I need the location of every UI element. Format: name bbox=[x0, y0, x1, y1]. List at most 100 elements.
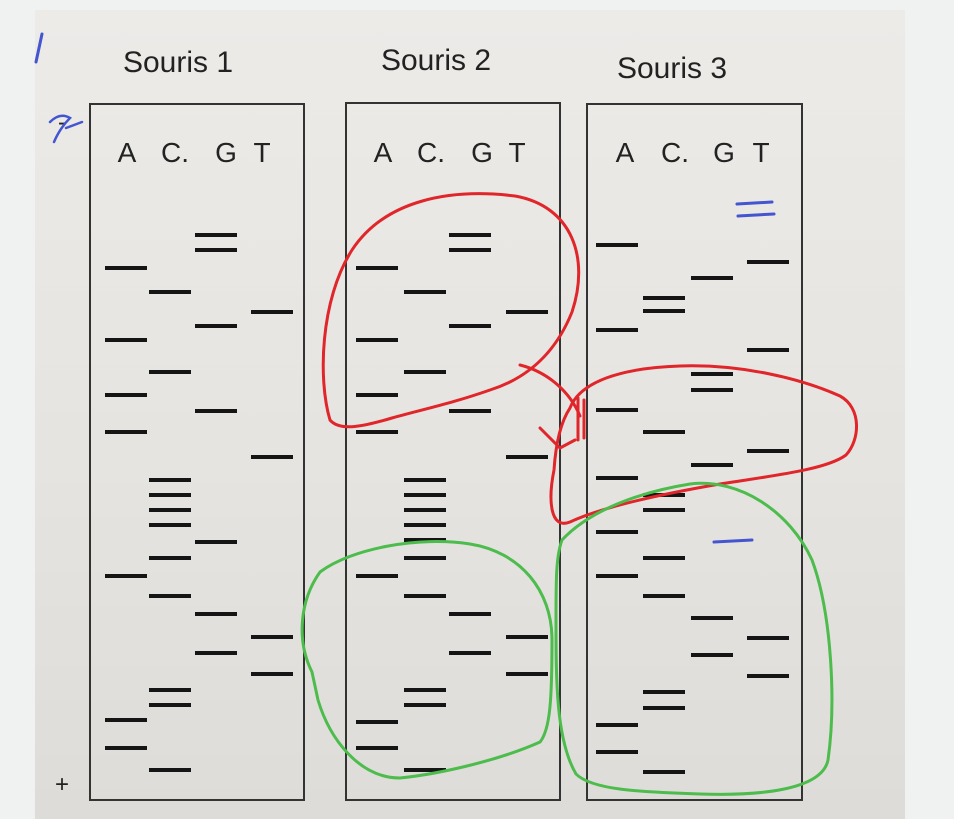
gel-band bbox=[596, 750, 638, 754]
gel-band bbox=[195, 651, 237, 655]
gel-band bbox=[643, 508, 685, 512]
gel-band bbox=[506, 672, 548, 676]
polarity-plus-label: + bbox=[55, 771, 69, 798]
gel-band bbox=[404, 523, 446, 527]
gel-band bbox=[643, 706, 685, 710]
gel-band bbox=[691, 616, 733, 620]
gel-band bbox=[251, 310, 293, 314]
gel-band bbox=[747, 449, 789, 453]
gel-band bbox=[149, 290, 191, 294]
gel-band bbox=[596, 408, 638, 412]
gel-band bbox=[404, 538, 446, 542]
gel-frame-souris-3 bbox=[586, 103, 803, 801]
gel-band bbox=[747, 260, 789, 264]
gel-band bbox=[105, 746, 147, 750]
gel-band bbox=[643, 430, 685, 434]
lane-label-t: T bbox=[508, 137, 525, 168]
gel-band bbox=[449, 324, 491, 328]
lane-label-a: A bbox=[616, 137, 635, 168]
blue-ink-dash bbox=[712, 538, 754, 544]
gel-band bbox=[747, 636, 789, 640]
gel-band bbox=[195, 612, 237, 616]
gel-band bbox=[643, 296, 685, 300]
gel-band bbox=[596, 243, 638, 247]
lane-label-c: C. bbox=[661, 137, 689, 168]
gel-band bbox=[195, 248, 237, 252]
gel-band bbox=[747, 348, 789, 352]
gel-band bbox=[506, 310, 548, 314]
lane-label-t: T bbox=[752, 137, 769, 168]
gel-band bbox=[195, 409, 237, 413]
gel-band bbox=[404, 508, 446, 512]
gel-band bbox=[105, 266, 147, 270]
gel-band bbox=[643, 309, 685, 313]
polarity-minus-label: - bbox=[58, 109, 66, 136]
gel-band bbox=[105, 430, 147, 434]
gel-band bbox=[404, 478, 446, 482]
gel-band bbox=[449, 612, 491, 616]
paper-background bbox=[35, 10, 905, 819]
gel-band bbox=[596, 476, 638, 480]
lane-label-a: A bbox=[118, 137, 137, 168]
lane-label-c: C. bbox=[161, 137, 189, 168]
gel-band bbox=[596, 723, 638, 727]
gel-band bbox=[404, 768, 446, 772]
gel-band bbox=[195, 324, 237, 328]
gel-band bbox=[356, 430, 398, 434]
gel-band bbox=[643, 770, 685, 774]
gel-band bbox=[149, 523, 191, 527]
gel-band bbox=[195, 233, 237, 237]
gel-band bbox=[105, 718, 147, 722]
gel-band bbox=[404, 370, 446, 374]
gel-band bbox=[643, 594, 685, 598]
gel-band bbox=[506, 455, 548, 459]
gel-band bbox=[449, 651, 491, 655]
gel-band bbox=[691, 372, 733, 376]
gel-band bbox=[195, 540, 237, 544]
gel-band bbox=[596, 328, 638, 332]
blue-ink-scribble bbox=[48, 114, 84, 144]
gel-band bbox=[643, 690, 685, 694]
gel-band bbox=[404, 493, 446, 497]
gel-band bbox=[105, 393, 147, 397]
green-circle-souris-3-bottom bbox=[554, 481, 834, 796]
gel-band bbox=[356, 720, 398, 724]
red-circle-souris-2-top bbox=[321, 192, 581, 429]
gel-band bbox=[149, 478, 191, 482]
gel-band bbox=[449, 233, 491, 237]
gel-band bbox=[149, 594, 191, 598]
red-circle-souris-3-middle bbox=[549, 364, 859, 525]
red-bracket-mark bbox=[576, 396, 586, 442]
lane-label-a: A bbox=[374, 137, 393, 168]
gel-band bbox=[356, 393, 398, 397]
lane-label-g: G bbox=[471, 137, 493, 168]
gel-frame-souris-1 bbox=[89, 103, 305, 801]
blue-ink-stroke bbox=[34, 32, 44, 64]
gel-band bbox=[149, 688, 191, 692]
gel-band bbox=[356, 338, 398, 342]
gel-band bbox=[149, 768, 191, 772]
gel-band bbox=[596, 574, 638, 578]
gel-band bbox=[404, 556, 446, 560]
gel-band bbox=[149, 508, 191, 512]
gel-band bbox=[643, 556, 685, 560]
gel-band bbox=[404, 594, 446, 598]
gel-band bbox=[251, 672, 293, 676]
gel-frame-souris-2 bbox=[345, 102, 561, 801]
gel-band bbox=[356, 266, 398, 270]
gel-band bbox=[691, 463, 733, 467]
panel-title-souris-1: Souris 1 bbox=[123, 46, 233, 79]
gel-band bbox=[691, 276, 733, 280]
green-circle-souris-2-bottom bbox=[300, 540, 554, 780]
lane-label-g: G bbox=[215, 137, 237, 168]
gel-band bbox=[149, 370, 191, 374]
panel-title-souris-2: Souris 2 bbox=[381, 44, 491, 77]
lane-label-t: T bbox=[253, 137, 270, 168]
band-layer bbox=[105, 233, 789, 774]
gel-band bbox=[251, 455, 293, 459]
gel-band bbox=[691, 388, 733, 392]
gel-band bbox=[404, 703, 446, 707]
lane-label-c: C. bbox=[417, 137, 445, 168]
gel-band bbox=[356, 746, 398, 750]
gel-band bbox=[105, 338, 147, 342]
